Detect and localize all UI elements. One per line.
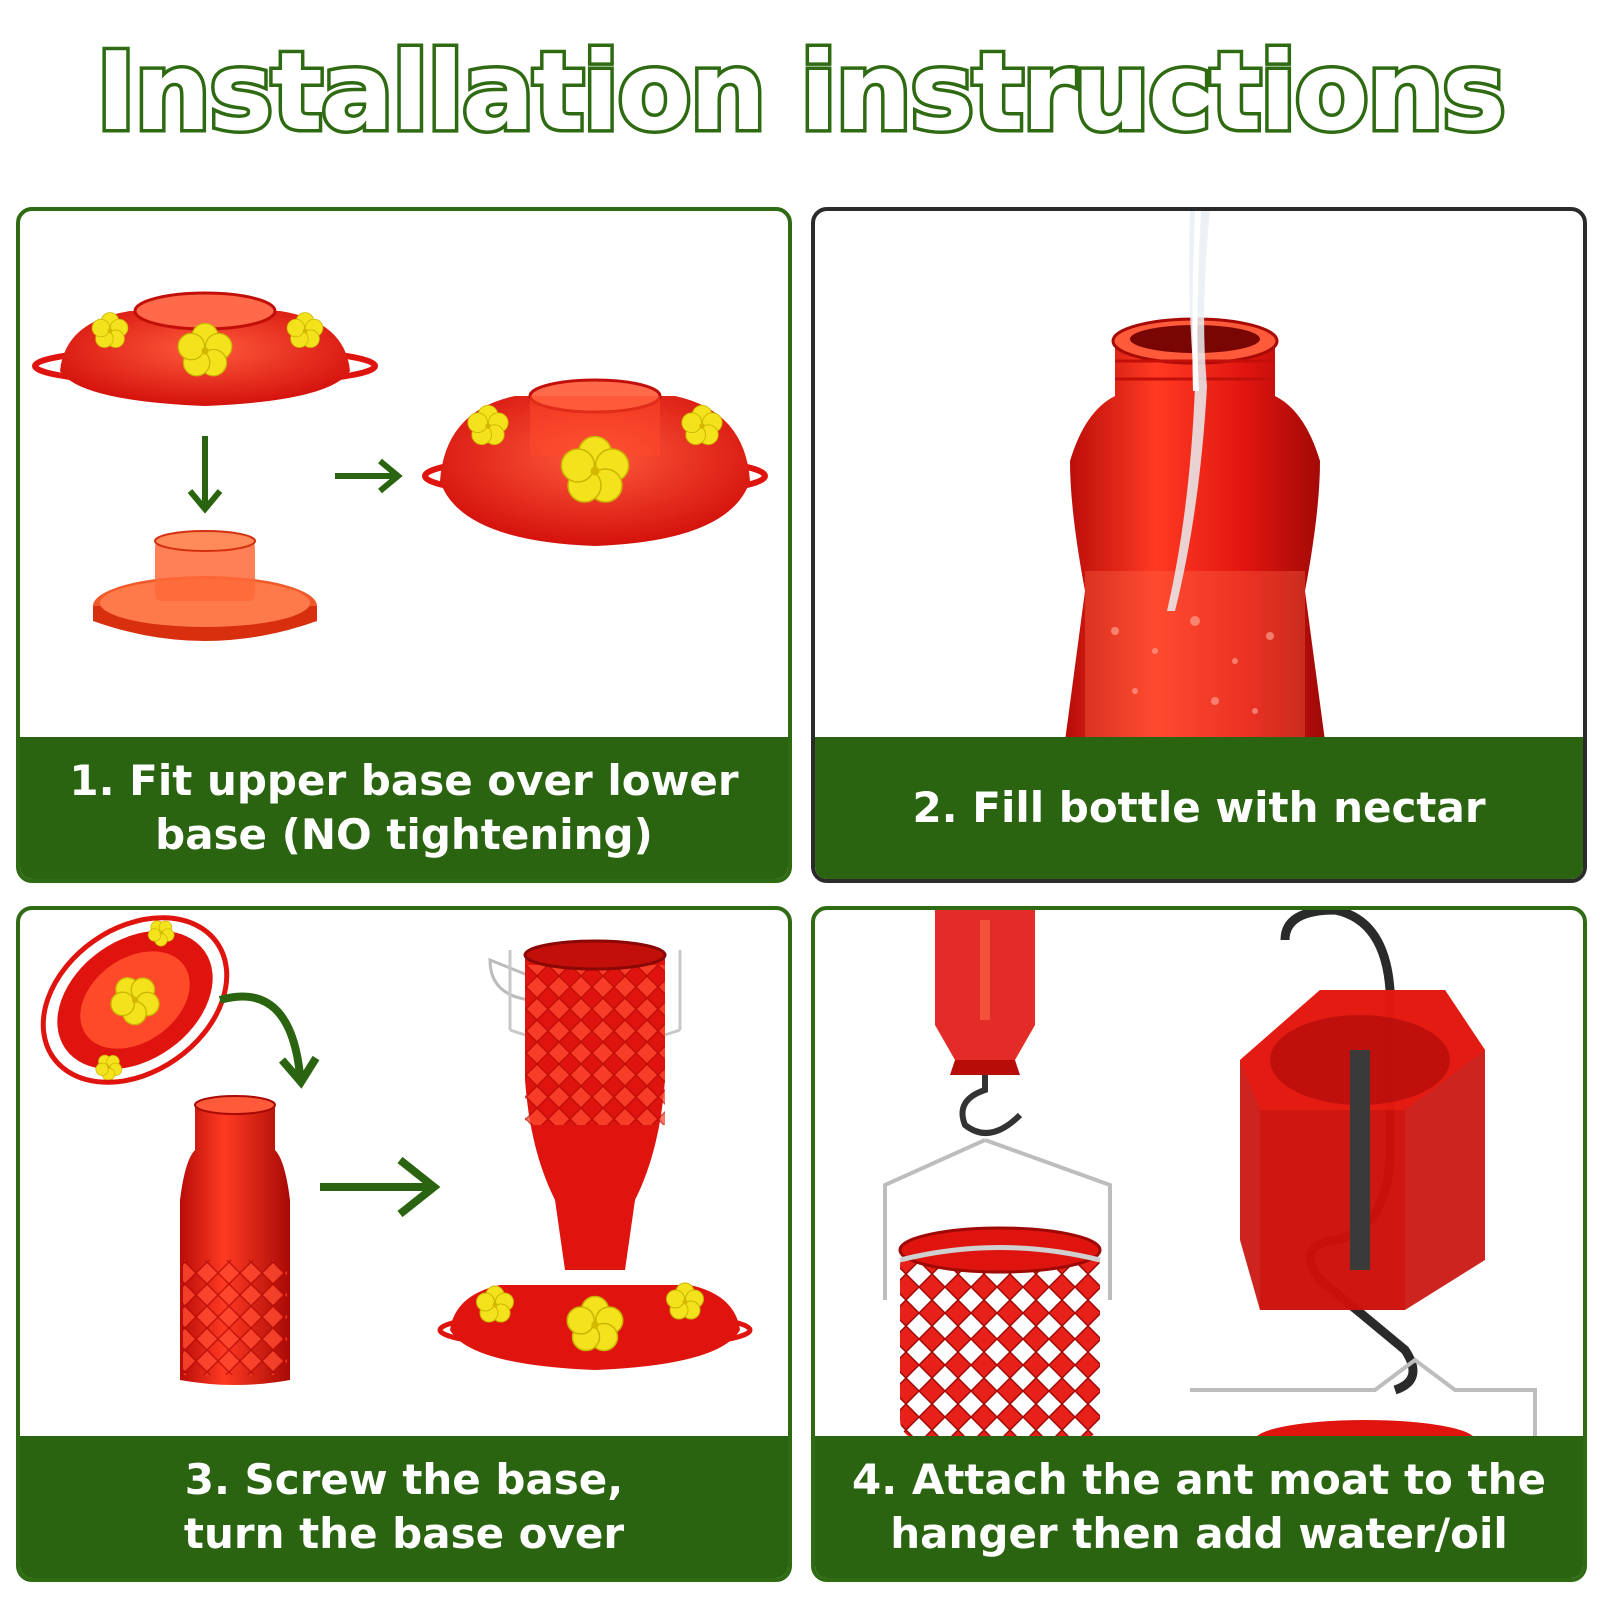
curved-arrow-icon — [218, 992, 320, 1089]
step-2-caption: 2. Fill bottle with nectar — [815, 737, 1583, 879]
right-arrow-icon — [320, 1156, 441, 1218]
step-1-panel: 1. Fit upper base over lower base (NO ti… — [16, 207, 792, 883]
tilted-base-icon — [40, 914, 230, 1085]
assembled-base-icon — [422, 378, 768, 546]
upper-base-icon — [32, 291, 378, 406]
ant-moat-top-icon — [935, 910, 1035, 1075]
wire-hanger-icon — [883, 1138, 1112, 1300]
step-2-illustration — [1065, 211, 1325, 741]
step-2-panel: 2. Fill bottle with nectar — [811, 207, 1587, 883]
right-arrow-icon — [335, 458, 403, 494]
lower-hanger-icon — [1190, 1357, 1537, 1440]
step-3-caption: 3. Screw the base, turn the base over — [20, 1436, 788, 1578]
lower-base-icon — [93, 530, 317, 641]
step-1-illustration — [32, 291, 768, 641]
ant-moat-icon — [1240, 990, 1485, 1310]
step-4-caption: 4. Attach the ant moat to the hanger the… — [815, 1436, 1583, 1578]
step-4-illustration — [883, 910, 1537, 1440]
feeder-bottle-top-icon — [898, 1226, 1102, 1440]
page-title: Installation instructions — [92, 27, 1509, 159]
step-1-caption: 1. Fit upper base over lower base (NO ti… — [20, 737, 788, 879]
empty-bottle-icon — [180, 1095, 290, 1385]
assembled-feeder-icon — [437, 939, 753, 1370]
step-3-panel: 3. Screw the base, turn the base over — [16, 906, 792, 1582]
nectar-stream-icon — [1167, 211, 1210, 611]
step-4-panel: 4. Attach the ant moat to the hanger the… — [811, 906, 1587, 1582]
base-rim-icon — [1255, 1420, 1475, 1440]
hook-icon — [959, 1075, 1023, 1136]
down-arrow-icon — [187, 436, 223, 514]
step-3-illustration — [40, 914, 753, 1385]
